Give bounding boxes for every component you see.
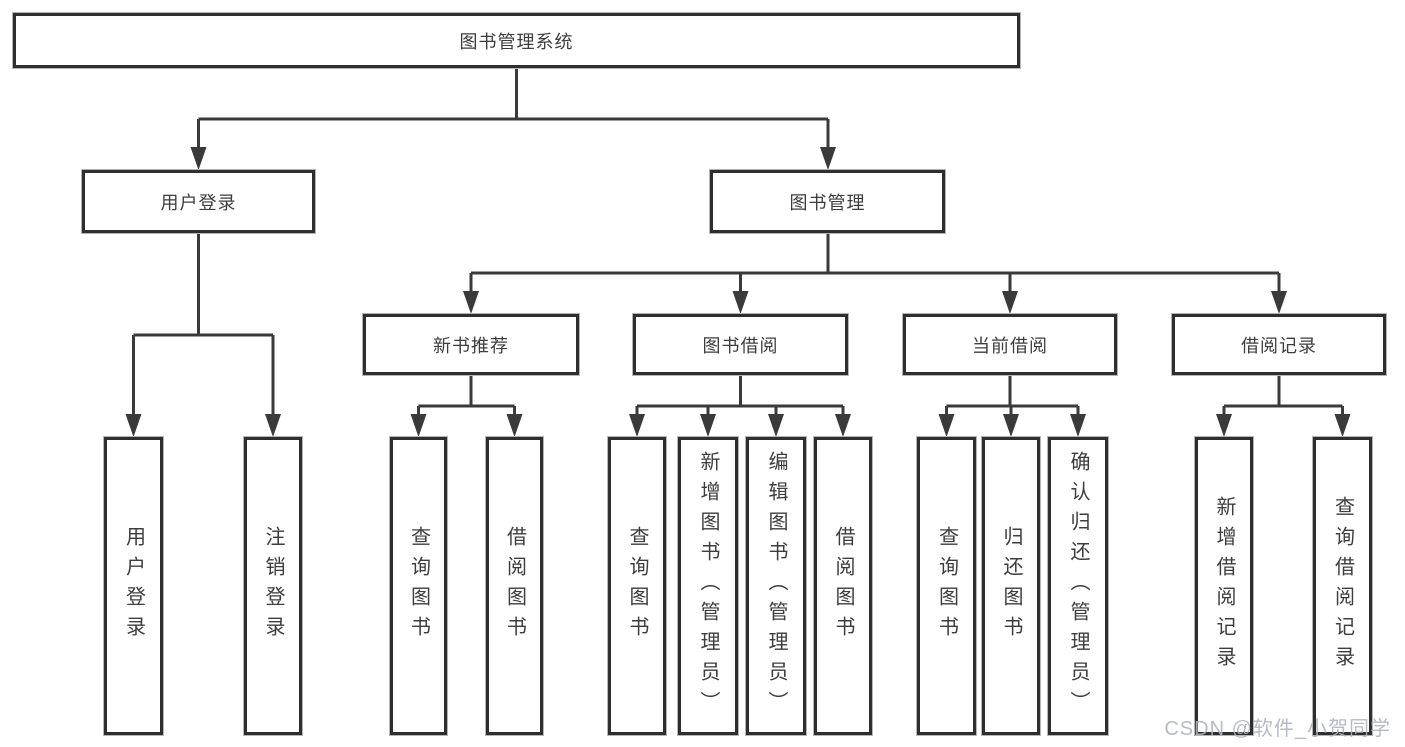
node-cb-query-books: 查询图书: [917, 437, 976, 735]
node-cb-return-books: 归还图书: [982, 437, 1040, 735]
node-bb-query-books: 查询图书: [608, 437, 666, 735]
node-logout: 注销登录: [244, 437, 302, 735]
node-br-query-record: 查询借阅记录: [1313, 437, 1372, 735]
node-nbr-borrow-books: 借阅图书: [486, 437, 543, 735]
node-cb-confirm-return-admin: 确认归还（管理员）: [1048, 437, 1108, 735]
node-user-login: 用户登录: [82, 170, 315, 233]
node-bb-add-books-admin: 新增图书（管理员）: [678, 437, 738, 735]
node-new-book-recommendation: 新书推荐: [363, 314, 579, 375]
node-book-borrowing: 图书借阅: [633, 314, 848, 375]
node-user-login-leaf: 用户登录: [104, 437, 163, 735]
node-current-borrowing: 当前借阅: [903, 314, 1117, 375]
node-bb-edit-books-admin: 编辑图书（管理员）: [746, 437, 806, 735]
node-borrowing-records: 借阅记录: [1172, 314, 1386, 375]
node-root: 图书管理系统: [13, 13, 1020, 68]
node-book-management: 图书管理: [710, 170, 945, 233]
node-bb-borrow-books: 借阅图书: [814, 437, 872, 735]
watermark-text: CSDN @软件_小贺同学: [1164, 718, 1391, 740]
node-nbr-query-books: 查询图书: [390, 437, 447, 735]
node-br-add-record: 新增借阅记录: [1195, 437, 1253, 735]
